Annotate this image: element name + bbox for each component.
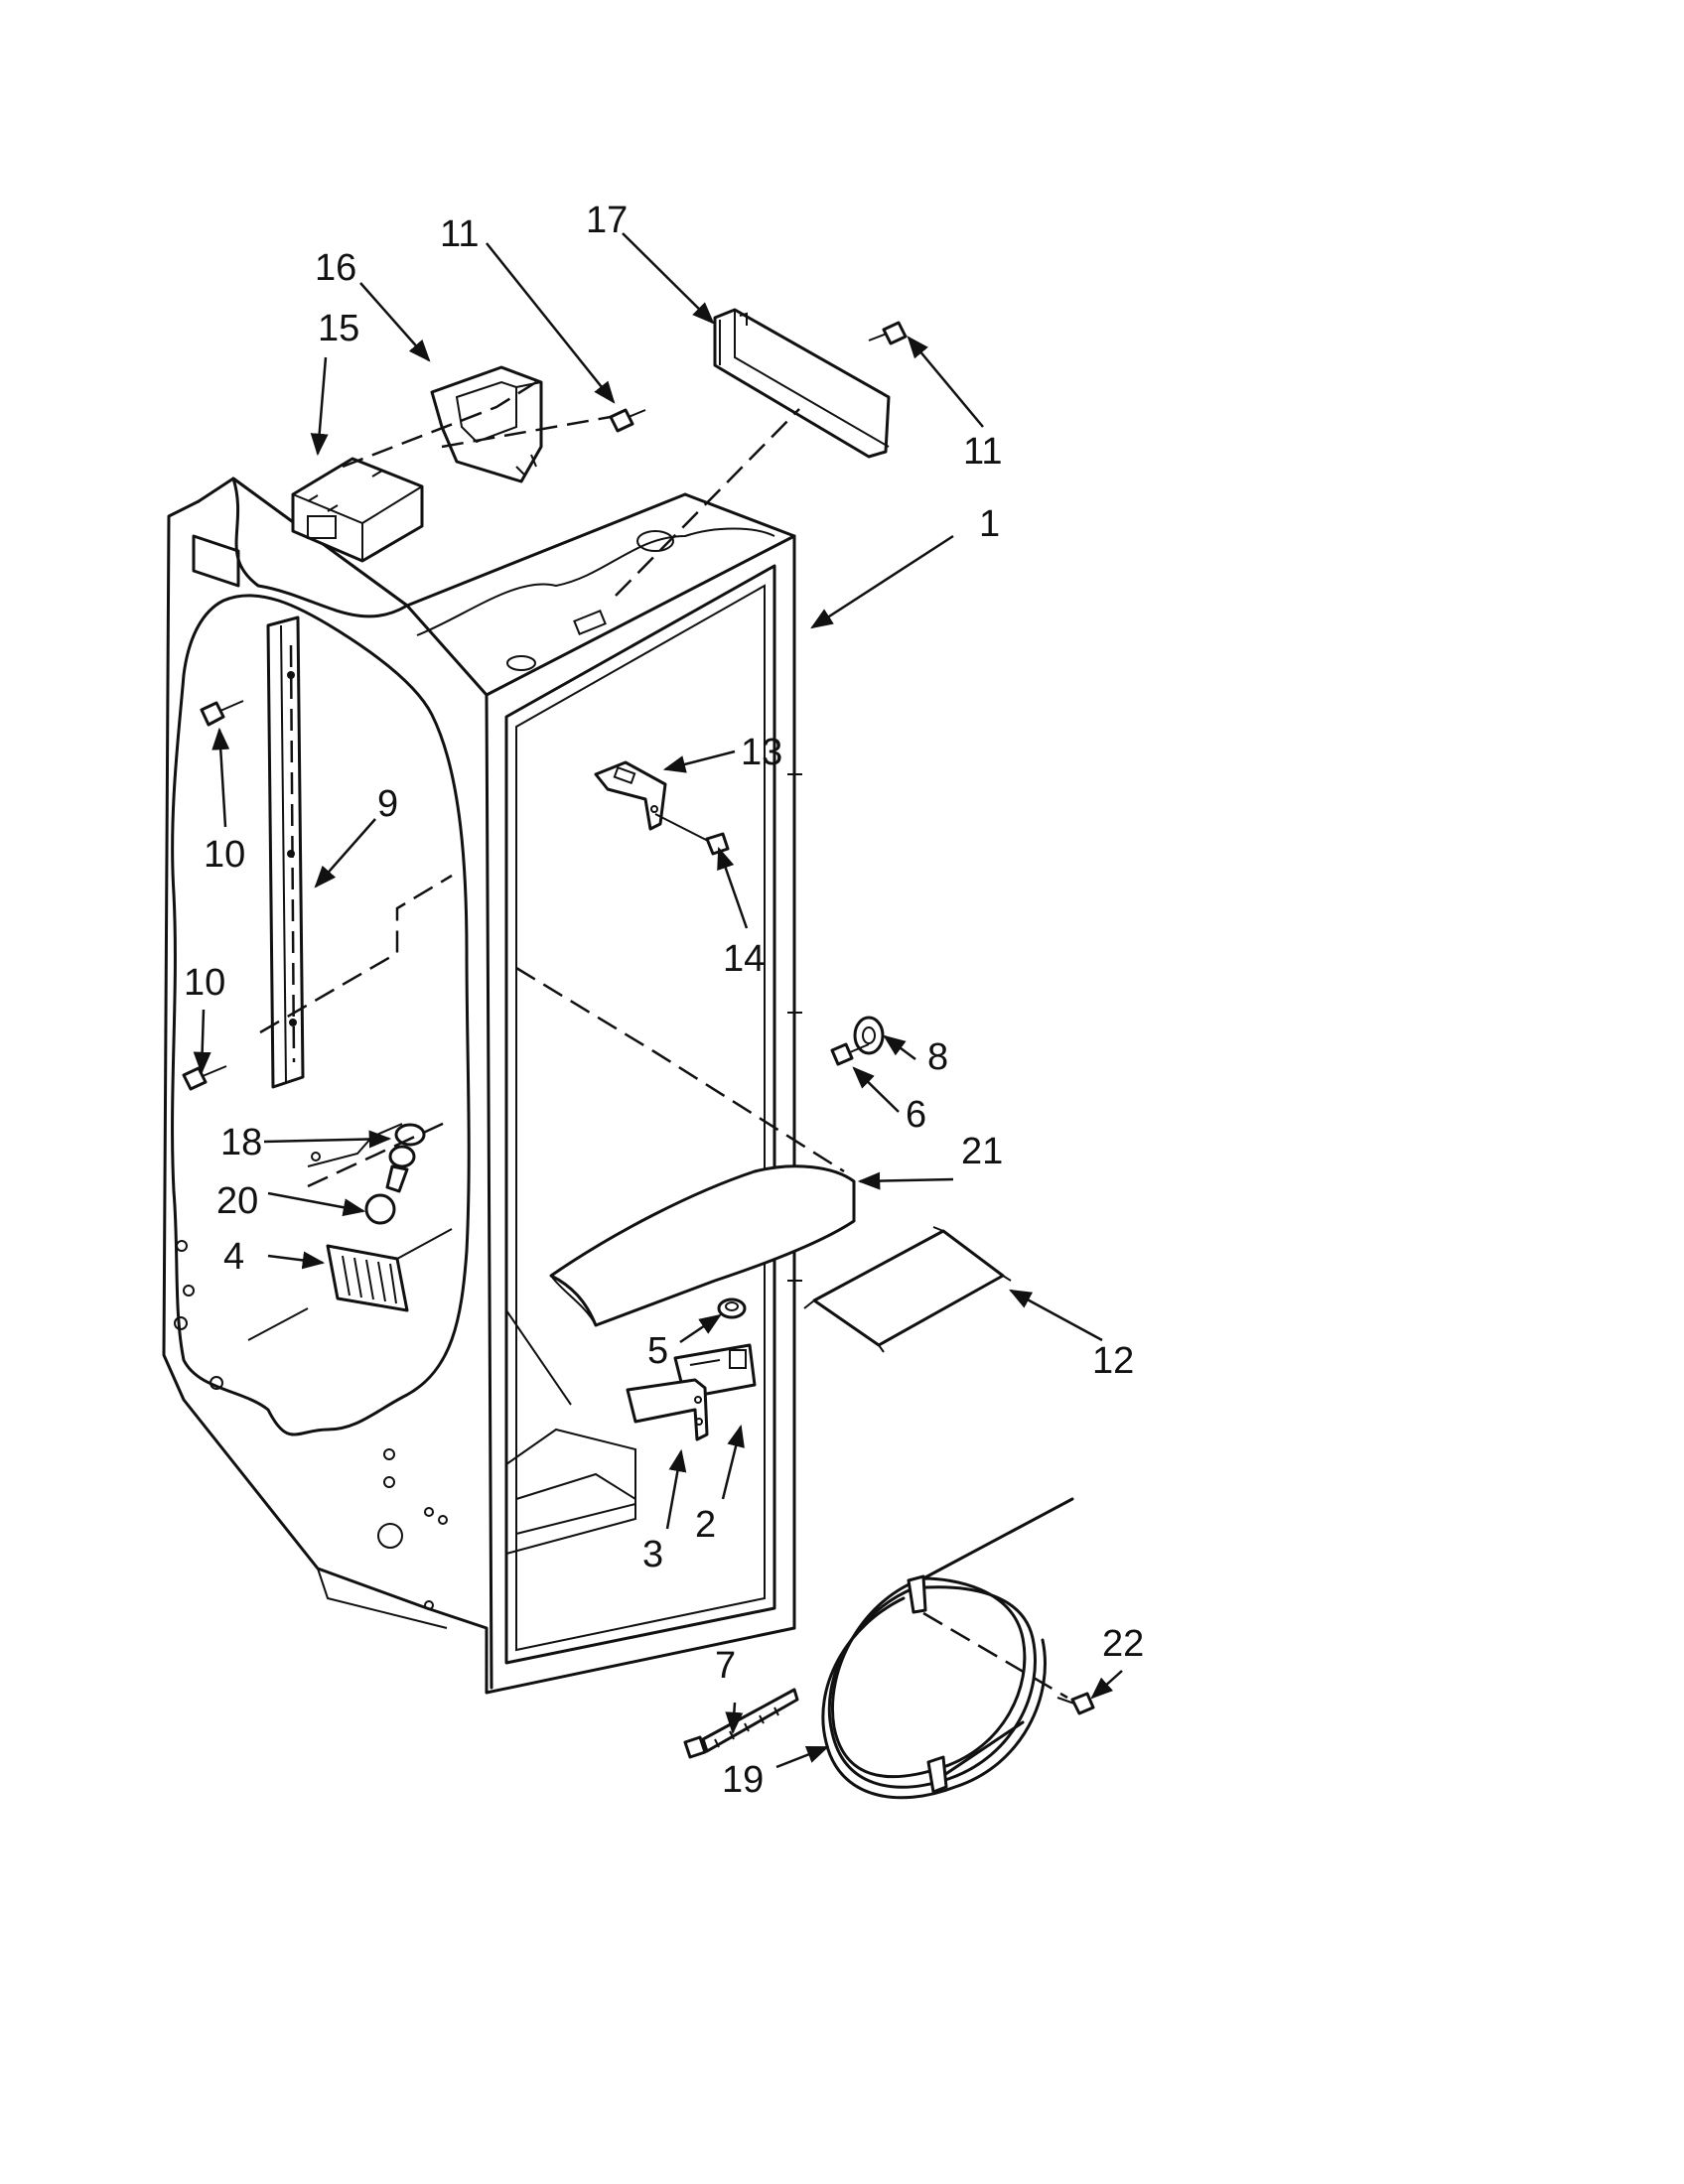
- evaporator-cover: [549, 1164, 856, 1327]
- callout-16: 16: [315, 247, 356, 289]
- screw-11-right: [868, 321, 908, 345]
- air-grille: [247, 1228, 453, 1341]
- callout-5: 5: [647, 1330, 668, 1372]
- water-tube-coil: [821, 1497, 1074, 1800]
- screw-6: [830, 1042, 870, 1066]
- callout-4: 4: [223, 1236, 244, 1278]
- callout-13: 13: [741, 732, 782, 773]
- assembly-lines: [307, 380, 845, 1188]
- callout-11-top: 11: [440, 213, 479, 255]
- callout-3: 3: [642, 1534, 663, 1575]
- screw-11-left: [609, 408, 646, 433]
- light-socket: [307, 1123, 426, 1193]
- callout-1: 1: [979, 503, 1000, 545]
- callout-14: 14: [723, 938, 765, 980]
- callout-17: 17: [586, 200, 628, 241]
- light-bulb: [364, 1193, 396, 1225]
- callout-7: 7: [715, 1645, 736, 1687]
- callout-10-upper: 10: [204, 834, 245, 876]
- callout-10-lower: 10: [184, 962, 225, 1004]
- callout-2: 2: [695, 1504, 716, 1546]
- cabinet-liner: [162, 477, 802, 1695]
- leader-lines: [193, 232, 1123, 1769]
- callout-22: 22: [1102, 1623, 1144, 1665]
- module-housing: [430, 365, 543, 483]
- callout-15: 15: [318, 308, 359, 349]
- callouts: 1 2 3 4 5 6 7 8 9 10 10 11 11 12 13 14 1…: [184, 200, 1144, 1801]
- callout-12: 12: [1092, 1340, 1134, 1382]
- callout-11-right: 11: [963, 431, 1002, 473]
- cable-tie: [683, 1688, 799, 1759]
- callout-18: 18: [220, 1122, 262, 1163]
- top-strip: [713, 308, 891, 459]
- screw-10-upper: [200, 700, 244, 727]
- shelf-rail: [259, 615, 453, 1089]
- bracket-3: [626, 1378, 709, 1441]
- screw-22: [1056, 1692, 1095, 1715]
- control-module: [291, 457, 424, 563]
- drain-tray: [803, 1226, 1012, 1353]
- bracket-13: [594, 760, 667, 831]
- callout-20: 20: [216, 1180, 258, 1222]
- callout-6: 6: [906, 1094, 926, 1136]
- callout-9: 9: [377, 783, 398, 825]
- screw-10-lower: [182, 1065, 227, 1091]
- callout-8: 8: [927, 1036, 948, 1078]
- grommet: [717, 1297, 747, 1319]
- callout-21: 21: [961, 1131, 1003, 1172]
- screw-14: [654, 813, 730, 856]
- roller: [853, 1016, 885, 1055]
- callout-19: 19: [722, 1759, 764, 1801]
